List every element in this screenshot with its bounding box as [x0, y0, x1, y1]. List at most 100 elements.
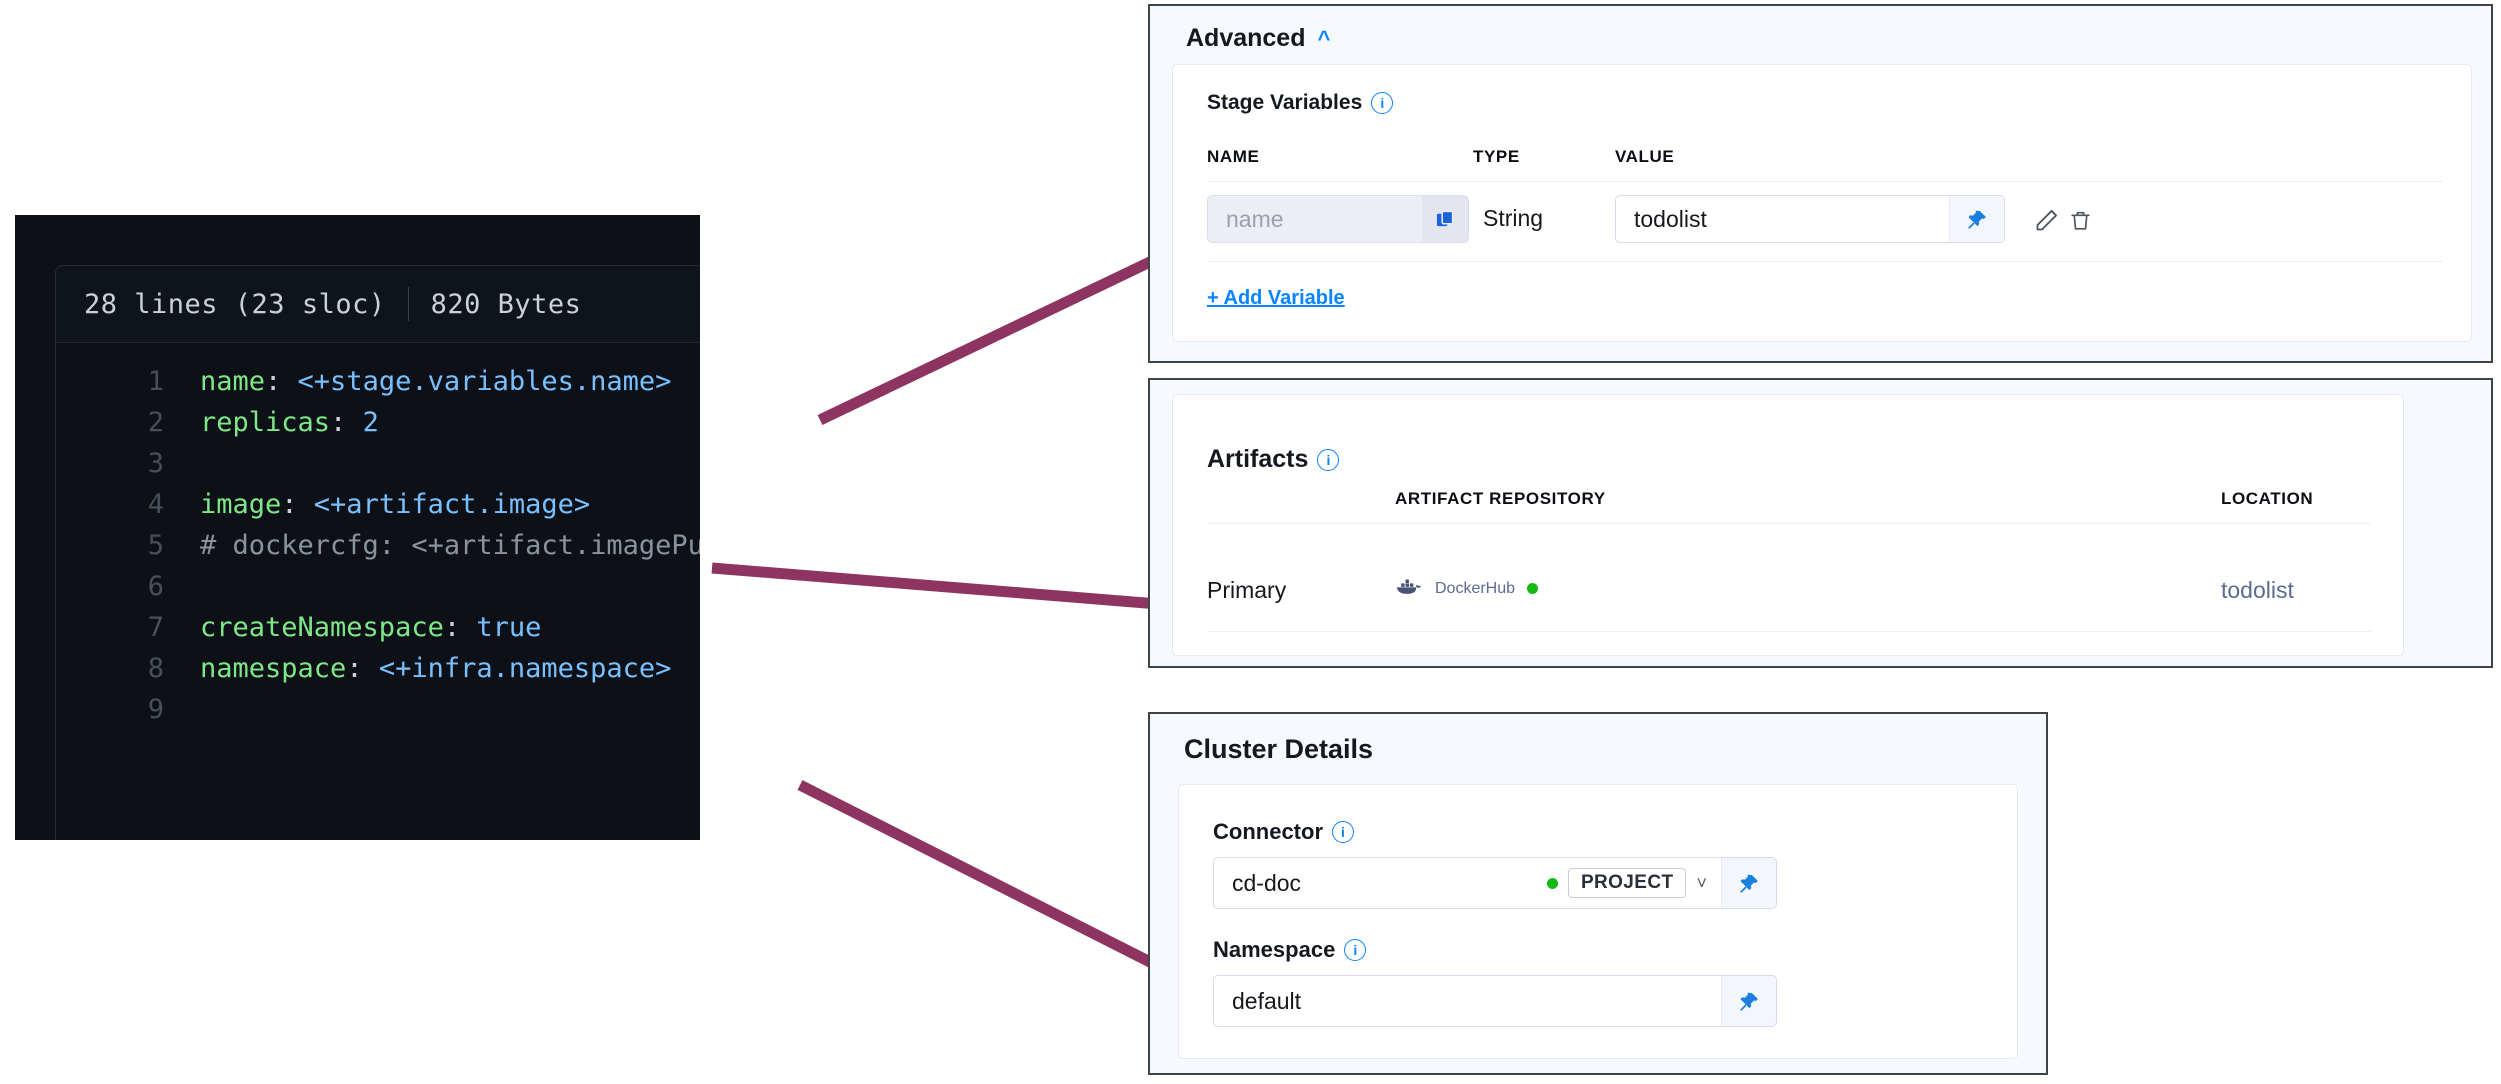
column-header-value: VALUE [1615, 147, 1675, 166]
connector-label: Connector [1213, 819, 1323, 844]
meta-divider [407, 287, 409, 321]
code-token: createNamespace [200, 612, 444, 643]
chevron-down-icon[interactable]: ˅ [1696, 872, 1707, 893]
artifact-repository-cell[interactable]: DockerHub [1395, 575, 1539, 602]
code-line-number: 5 [147, 530, 164, 561]
variable-type-value: String [1483, 205, 1544, 231]
code-token: : [346, 653, 379, 684]
code-token: replicas [200, 407, 331, 438]
artifacts-divider-top [1207, 523, 2371, 524]
pin-icon[interactable] [1949, 196, 2004, 242]
connector-value: cd-doc [1232, 869, 1302, 896]
info-icon[interactable]: i [1332, 821, 1354, 843]
column-header-name: NAME [1207, 147, 1260, 166]
code-line-number: 9 [147, 694, 164, 725]
code-line: 4 image: <+artifact.image> [56, 484, 700, 525]
namespace-label-row: Namespace i [1213, 937, 1367, 963]
chevron-up-icon[interactable]: ^ [1317, 25, 1331, 51]
stage-variables-label: Stage Variables [1207, 91, 1363, 114]
cluster-details-title: Cluster Details [1184, 734, 1374, 764]
docker-whale-icon [1395, 575, 1423, 602]
stage-variables-box: Stage Variables i NAME TYPE VALUE name S… [1172, 64, 2472, 342]
code-file-meta: 28 lines (23 sloc) 820 Bytes [56, 266, 700, 343]
advanced-header[interactable]: Advanced ^ [1186, 24, 1330, 53]
arrow-to-artifact-primary-shaft [711, 562, 1163, 610]
code-line-text: replicas: 2 [200, 402, 379, 443]
advanced-section-card: Advanced ^ Stage Variables i NAME TYPE V… [1148, 4, 2493, 363]
artifact-kind: Primary [1207, 577, 1287, 603]
code-line: 8 namespace: <+infra.namespace> [56, 648, 700, 689]
code-line-text: # dockercfg: <+artifact.imagePullSecret> [200, 525, 700, 566]
info-icon[interactable]: i [1317, 448, 1340, 471]
artifacts-box: Artifacts i ARTIFACT REPOSITORY LOCATION… [1172, 394, 2404, 656]
code-token: # dockercfg: <+artifact.imagePullSecret> [200, 530, 700, 561]
artifacts-divider-bottom [1207, 631, 2371, 632]
trash-icon[interactable] [2063, 203, 2097, 237]
code-token: : [265, 366, 298, 397]
arrow-to-namespace-field-shaft [797, 780, 1207, 995]
artifact-status-dot [1527, 583, 1539, 594]
code-token: true [476, 612, 542, 643]
artifact-location: todolist [2221, 577, 2294, 603]
column-header-type: TYPE [1473, 147, 1520, 166]
column-header-location: LOCATION [2221, 489, 2314, 508]
namespace-label: Namespace [1213, 937, 1336, 962]
code-line-text [200, 566, 216, 607]
code-line: 7 createNamespace: true [56, 607, 700, 648]
cluster-details-card: Cluster Details Connector i cd-doc PROJE… [1148, 712, 2048, 1075]
code-line-number: 7 [147, 612, 164, 643]
connector-input[interactable]: cd-doc PROJECT ˅ [1213, 857, 1777, 909]
code-token: 2 [362, 407, 379, 438]
artifacts-label-row: Artifacts i [1207, 445, 1340, 474]
namespace-value: default [1232, 987, 1302, 1014]
code-line-text [200, 443, 216, 484]
pin-icon[interactable] [1721, 976, 1776, 1026]
pencil-icon[interactable] [2029, 203, 2063, 237]
code-token: <+artifact.image> [313, 489, 591, 520]
code-line-number: 2 [147, 407, 164, 438]
artifact-repository-name: DockerHub [1435, 579, 1516, 597]
add-variable-link[interactable]: + Add Variable [1207, 287, 1345, 309]
namespace-input[interactable]: default [1213, 975, 1777, 1027]
code-token: : [281, 489, 314, 520]
code-file-size: 820 Bytes [430, 288, 582, 320]
code-line-number: 3 [147, 448, 164, 479]
variable-value-text: todolist [1634, 205, 1707, 232]
code-token: image [200, 489, 282, 520]
advanced-title-label: Advanced [1186, 24, 1306, 52]
variable-name-placeholder: name [1226, 205, 1284, 232]
code-line-text: image: <+artifact.image> [200, 484, 590, 525]
code-token: : [443, 612, 477, 643]
code-line-text: createNamespace: true [200, 607, 541, 648]
cluster-fields-box: Connector i cd-doc PROJECT ˅ Namespace i… [1178, 784, 2018, 1059]
code-token: namespace [200, 653, 347, 684]
artifacts-title: Artifacts [1207, 445, 1309, 473]
code-token: <+stage.variables.name> [297, 366, 672, 397]
variable-name-input[interactable]: name [1207, 195, 1469, 243]
info-icon[interactable]: i [1344, 939, 1367, 961]
info-icon[interactable]: i [1371, 92, 1394, 114]
code-line-text: namespace: <+infra.namespace> [200, 648, 671, 689]
code-line: 6 [56, 566, 700, 607]
table-divider-top [1207, 181, 2443, 182]
code-token: name [200, 366, 266, 397]
stage-variables-label-row: Stage Variables i [1207, 91, 1394, 115]
code-token: : [330, 407, 363, 438]
code-line: 3 [56, 443, 700, 484]
variable-value-input[interactable]: todolist [1615, 195, 2005, 243]
code-line-count: 28 lines (23 sloc) [84, 288, 386, 320]
code-line-text: name: <+stage.variables.name> [200, 361, 671, 402]
table-divider-bottom [1207, 261, 2443, 262]
pin-icon[interactable] [1721, 858, 1776, 908]
code-line-number: 8 [147, 653, 164, 684]
arrow-to-stage-variable-name-shaft [817, 252, 1161, 425]
connector-scope-tag: PROJECT [1567, 868, 1687, 898]
code-line-number: 4 [147, 489, 164, 520]
code-line: 5 # dockercfg: <+artifact.imagePullSecret… [56, 525, 700, 566]
copy-icon[interactable] [1422, 196, 1468, 242]
